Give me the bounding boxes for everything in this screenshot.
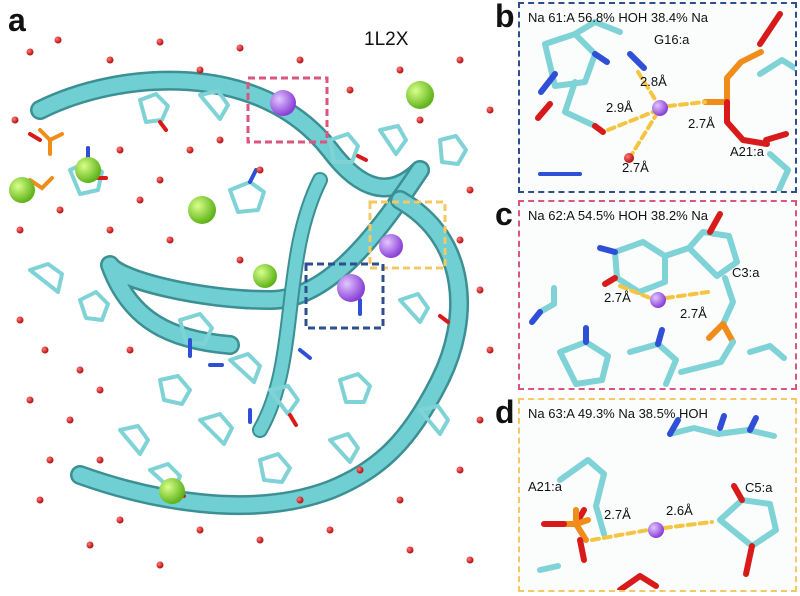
panel-b-caption: Na 61:A 56.8% HOH 38.4% Na: [528, 10, 708, 25]
panel-b-scene: [535, 11, 795, 191]
panel-c-letter: c: [495, 196, 513, 232]
panel-b-residue-a21: A21:a: [730, 144, 764, 159]
panel-d-caption: Na 63:A 49.3% Na 38.5% HOH: [528, 406, 708, 421]
panel-c-distance-1: 2.7Å: [604, 290, 631, 305]
panel-d-distance-1: 2.7Å: [604, 507, 631, 522]
panel-b-letter: b: [495, 0, 515, 34]
panel-b-distance-2: 2.9Å: [606, 100, 633, 115]
panel-c-scene: [529, 211, 787, 387]
magnesium-ions: [9, 81, 434, 504]
panel-c-box: Na 62:A 54.5% HOH 38.2% Na C3:a 2.7Å 2.7…: [518, 200, 797, 390]
panel-d-box: Na 63:A 49.3% Na 38.5% HOH A21:a C5:a 2.…: [518, 398, 797, 592]
panel-d-residue-c5: C5:a: [745, 480, 773, 495]
sodium-ions: [270, 90, 403, 302]
panel-c-residue-c3: C3:a: [732, 265, 760, 280]
panel-b-box: Na 61:A 56.8% HOH 38.4% Na G16:a A21:a 2…: [518, 2, 797, 193]
panel-a-structure: [9, 36, 494, 569]
water-molecules: [11, 36, 494, 569]
panel-d-distance-2: 2.6Å: [666, 503, 693, 518]
panel-b-distance-4: 2.7Å: [622, 160, 649, 175]
panel-c-caption: Na 62:A 54.5% HOH 38.2% Na: [528, 208, 708, 223]
panel-d-scene: [537, 413, 779, 590]
panel-a-letter: a: [8, 2, 26, 38]
panel-b-residue-g16: G16:a: [654, 32, 690, 47]
phosphate-groups: [28, 128, 64, 191]
highlight-box-blue: [304, 262, 385, 330]
rna-backbone-ribbon: [30, 70, 469, 516]
panel-b-distance-3: 2.7Å: [688, 116, 715, 131]
highlight-box-yellow: [368, 200, 447, 270]
pdb-id-label: 1L2X: [364, 29, 409, 50]
panel-c-distance-2: 2.7Å: [680, 306, 707, 321]
panel-d-residue-a21: A21:a: [528, 479, 562, 494]
panel-d-letter: d: [495, 394, 515, 430]
highlight-box-pink: [246, 76, 329, 144]
panel-b-distance-1: 2.8Å: [640, 74, 667, 89]
nucleotide-sticks: [28, 89, 468, 498]
